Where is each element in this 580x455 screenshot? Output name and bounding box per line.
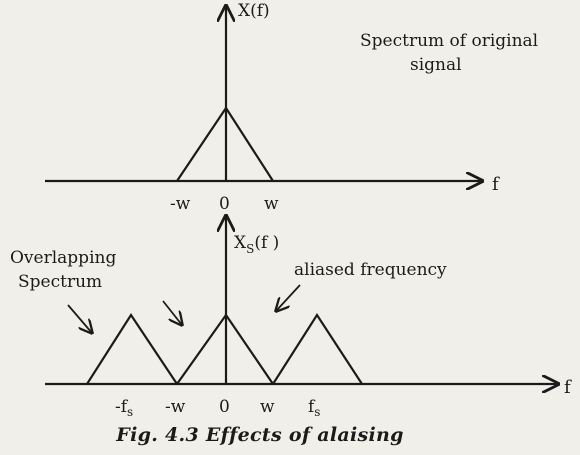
figure-caption: Fig. 4.3 Effects of alaising (0, 424, 580, 446)
spectrum-copy-right (272, 312, 363, 385)
aliased-arrow (276, 284, 301, 311)
bottom-y-label-sub: S (246, 242, 254, 256)
bottom-tick-fs-sub: s (314, 405, 320, 419)
overlap-arrow-1 (67, 304, 92, 333)
bottom-y-label-rest: (f ) (254, 233, 279, 253)
spectrum-annotation-line2: signal (410, 55, 462, 75)
overlap-label-line1: Overlapping (10, 248, 116, 268)
aliased-frequency-label: aliased frequency (294, 260, 447, 280)
top-x-label: f (492, 174, 500, 195)
bottom-tick-fs-main: f (308, 397, 316, 417)
spectrum-copy-left (86, 312, 178, 385)
overlap-arrow-2 (162, 300, 182, 325)
bottom-tick-minus-fs: -fs (115, 397, 133, 419)
top-plot: X(f) f -w 0 w Spectrum of original signa… (45, 1, 538, 214)
overlap-label-line2: Spectrum (18, 272, 102, 292)
original-spectrum-triangle (176, 105, 274, 182)
bottom-y-label-main: X (234, 233, 247, 253)
bottom-tick-w: w (260, 397, 275, 417)
spectrum-annotation-line1: Spectrum of original (360, 31, 538, 51)
bottom-tick-minus-fs-sub: s (127, 405, 133, 419)
bottom-tick-minus-fs-main: -f (115, 397, 129, 417)
bottom-tick-minus-w: -w (165, 397, 186, 417)
top-tick-zero: 0 (219, 194, 230, 214)
bottom-y-label: XS(f ) (234, 233, 279, 256)
bottom-tick-zero: 0 (219, 397, 230, 417)
top-tick-w: w (264, 194, 279, 214)
top-y-label: X(f) (238, 1, 270, 21)
top-tick-minus-w: -w (170, 194, 191, 214)
spectrum-copy-center (176, 313, 274, 385)
bottom-tick-fs: fs (308, 397, 320, 419)
bottom-plot: XS(f ) f -fs -w 0 w fs Overlapping Spect… (10, 216, 572, 419)
figure-caption-text: Fig. 4.3 Effects of alaising (116, 424, 404, 446)
bottom-x-label: f (564, 377, 572, 398)
